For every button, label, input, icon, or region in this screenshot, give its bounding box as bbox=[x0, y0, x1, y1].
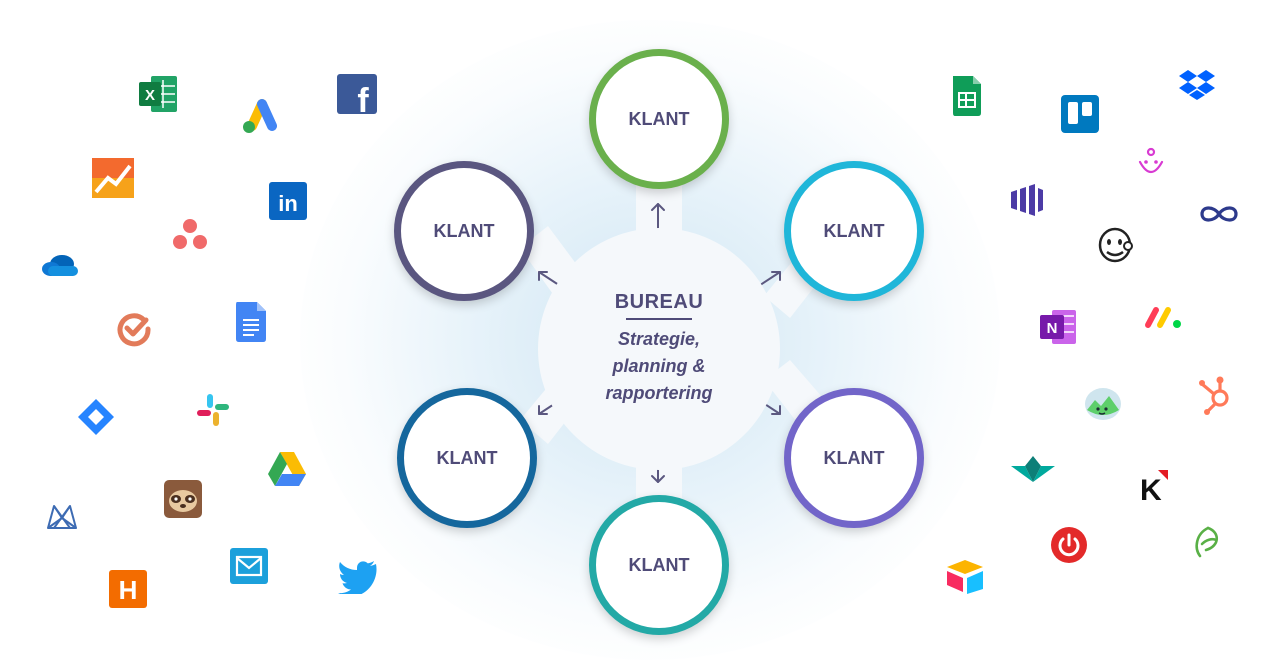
svg-text:K: K bbox=[1140, 474, 1162, 504]
client-node-top-right: KLANT bbox=[784, 161, 924, 301]
svg-text:in: in bbox=[278, 191, 298, 216]
asana-icon bbox=[171, 216, 209, 252]
client-node-bottom: KLANT bbox=[589, 495, 729, 635]
svg-text:X: X bbox=[145, 87, 155, 104]
bureau-hub: BUREAU Strategie, planning & rapporterin… bbox=[538, 228, 780, 470]
bureau-subtitle: Strategie, planning & rapportering bbox=[605, 326, 712, 407]
google-sheets-icon bbox=[951, 76, 983, 116]
google-ads-icon bbox=[238, 96, 282, 136]
google-drive-icon bbox=[266, 450, 308, 488]
smile-icon bbox=[1136, 146, 1166, 182]
onenote-icon: N bbox=[1038, 308, 1078, 346]
linkedin-icon: in bbox=[269, 182, 307, 220]
monday-icon bbox=[1143, 304, 1183, 330]
klipfolio-icon: K bbox=[1136, 466, 1172, 504]
subtitle-line-3: rapportering bbox=[605, 383, 713, 403]
svg-text:f: f bbox=[357, 82, 369, 114]
chartmogul-icon bbox=[1009, 182, 1045, 218]
power-icon bbox=[1050, 526, 1088, 564]
subtitle-line-2: planning & bbox=[612, 356, 706, 376]
mautic-icon bbox=[44, 502, 80, 532]
trello-icon bbox=[1061, 95, 1099, 133]
mailchimp-icon bbox=[1096, 224, 1134, 264]
svg-text:H: H bbox=[119, 575, 138, 605]
hubspot-icon bbox=[1198, 374, 1236, 416]
todoist-icon bbox=[114, 310, 154, 348]
airtable-icon bbox=[943, 558, 987, 596]
sprout-icon bbox=[1190, 524, 1224, 560]
facebook-icon: f bbox=[337, 74, 377, 114]
client-node-bottom-right: KLANT bbox=[784, 388, 924, 528]
title-divider bbox=[626, 318, 692, 320]
sloth-icon bbox=[164, 480, 202, 518]
client-node-top: KLANT bbox=[589, 49, 729, 189]
client-node-bottom-left: KLANT bbox=[397, 388, 537, 528]
analytics-icon bbox=[92, 158, 134, 198]
bureau-title: BUREAU bbox=[614, 291, 704, 313]
svg-text:N: N bbox=[1047, 320, 1058, 337]
twitter-icon bbox=[338, 560, 378, 594]
subtitle-line-1: Strategie, bbox=[617, 329, 700, 349]
teamleader-icon bbox=[1009, 454, 1057, 486]
slack-icon bbox=[195, 392, 231, 428]
google-docs-icon bbox=[234, 302, 268, 342]
infinity-icon bbox=[1198, 202, 1240, 226]
email-icon bbox=[230, 548, 268, 584]
dropbox-icon bbox=[1178, 68, 1216, 102]
basecamp-icon bbox=[1083, 386, 1123, 422]
onedrive-icon bbox=[40, 250, 80, 278]
harvest-icon: H bbox=[109, 570, 147, 608]
jira-icon bbox=[76, 397, 116, 437]
client-node-top-left: KLANT bbox=[394, 161, 534, 301]
excel-icon: X bbox=[137, 74, 179, 114]
